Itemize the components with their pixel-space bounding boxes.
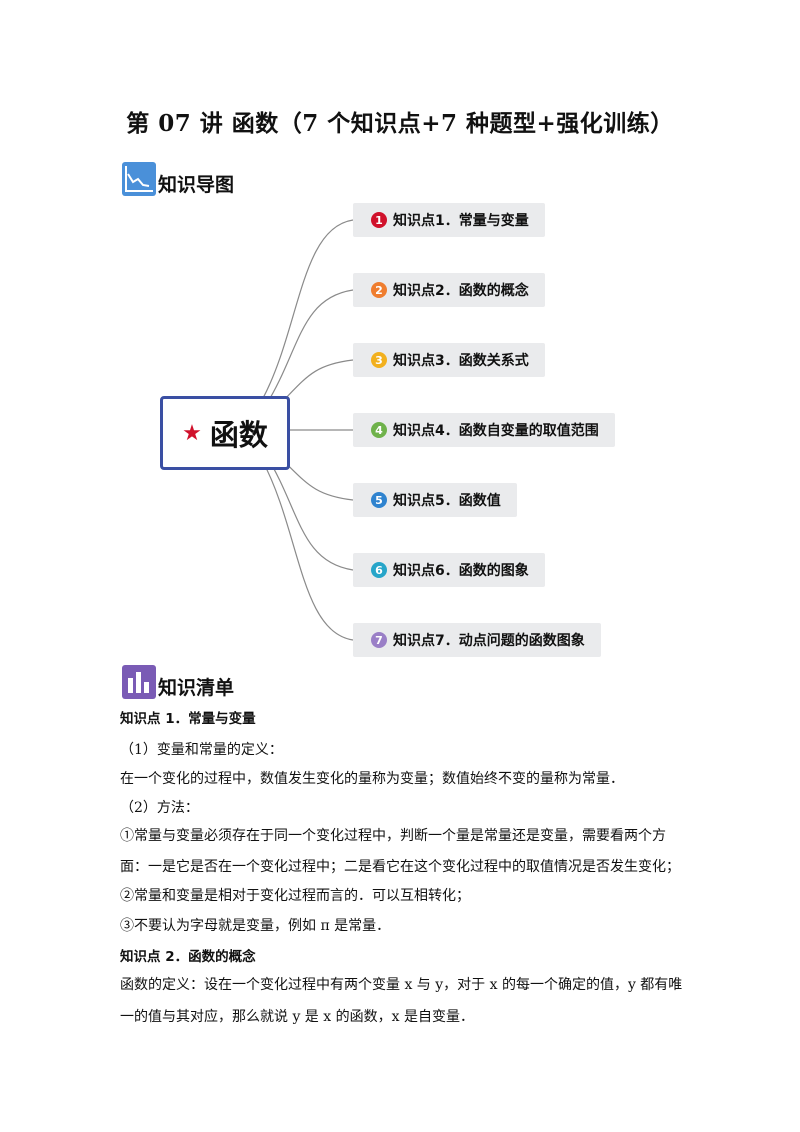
connector-7 (261, 459, 354, 641)
paragraph: 面：一是它是否在一个变化过程中；二是看它在这个变化过程中的取值情况是否发生变化； (120, 859, 680, 875)
paragraph: （2）方法： (120, 800, 199, 816)
mindmap-node-2: 2 知识点2．函数的概念 (353, 273, 545, 307)
node-label: 知识点4．函数自变量的取值范围 (393, 423, 599, 439)
star-icon: ★ (182, 420, 202, 446)
number-badge-icon: 2 (371, 282, 387, 298)
number-badge-icon: 5 (371, 492, 387, 508)
mindmap-center-node: ★ 函数 (160, 396, 290, 470)
number-badge-icon: 3 (371, 352, 387, 368)
section-label: 知识清单 (158, 677, 235, 699)
knowledge-point-2-title: 知识点 2．函数的概念 (120, 949, 256, 965)
knowledge-point-1-title: 知识点 1．常量与变量 (120, 711, 256, 727)
center-node-label: 函数 (209, 418, 268, 452)
connector-2 (265, 289, 354, 406)
paragraph: 函数的定义：设在一个变化过程中有两个变量 x 与 y，对于 x 的每一个确定的值… (120, 977, 683, 993)
node-label: 知识点3．函数关系式 (393, 353, 529, 369)
node-label: 知识点2．函数的概念 (393, 283, 529, 299)
node-label: 知识点7．动点问题的函数图象 (393, 633, 585, 649)
mindmap-node-6: 6 知识点6．函数的图象 (353, 553, 545, 587)
node-label: 知识点1．常量与变量 (393, 213, 529, 229)
number-badge-icon: 1 (371, 212, 387, 228)
mindmap-node-3: 3 知识点3．函数关系式 (353, 343, 545, 377)
number-badge-icon: 6 (371, 562, 387, 578)
line-chart-icon (122, 162, 156, 196)
mindmap-node-5: 5 知识点5．函数值 (353, 483, 517, 517)
paragraph: 在一个变化的过程中，数值发生变化的量称为变量；数值始终不变的量称为常量． (120, 771, 624, 787)
page-title: 第 07 讲 函数（7 个知识点+7 种题型+强化训练） (126, 110, 674, 137)
paragraph: ③不要认为字母就是变量，例如 π 是常量． (120, 918, 391, 934)
section-heading-mindmap: 知识导图 (122, 160, 234, 196)
paragraph: 一的值与其对应，那么就说 y 是 x 的函数，x 是自变量． (120, 1009, 474, 1025)
node-label: 知识点6．函数的图象 (393, 563, 529, 579)
mindmap-node-4: 4 知识点4．函数自变量的取值范围 (353, 413, 615, 447)
number-badge-icon: 4 (371, 422, 387, 438)
mindmap-node-7: 7 知识点7．动点问题的函数图象 (353, 623, 601, 657)
connector-1 (261, 219, 354, 401)
bar-chart-icon (122, 665, 156, 699)
number-badge-icon: 7 (371, 632, 387, 648)
paragraph: ②常量和变量是相对于变化过程而言的．可以互相转化； (120, 888, 470, 904)
section-label: 知识导图 (158, 174, 235, 196)
mindmap-node-1: 1 知识点1．常量与变量 (353, 203, 545, 237)
node-label: 知识点5．函数值 (393, 493, 501, 509)
paragraph: ①常量与变量必须存在于同一个变化过程中，判断一个量是常量还是变量，需要看两个方 (120, 828, 666, 844)
section-heading-list: 知识清单 (122, 663, 234, 699)
paragraph: （1）变量和常量的定义： (120, 742, 283, 758)
connector-6 (265, 454, 354, 571)
